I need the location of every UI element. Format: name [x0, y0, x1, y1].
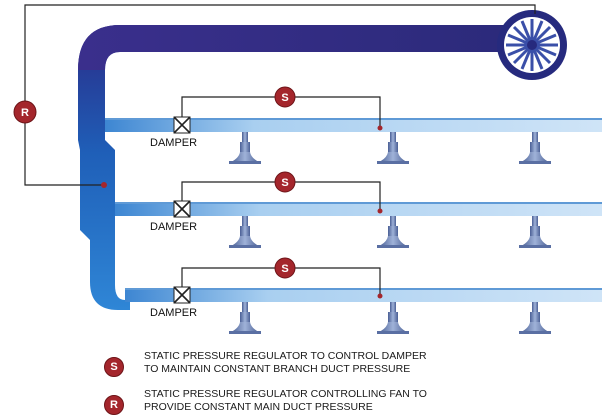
static-regulator-legend-icon: S — [104, 357, 124, 377]
damper-icon — [173, 116, 191, 134]
legend-static-line1: STATIC PRESSURE REGULATOR TO CONTROL DAM… — [144, 350, 427, 362]
diffuser-icon — [519, 132, 551, 164]
diffuser-icon — [377, 216, 409, 248]
svg-text:S: S — [281, 177, 288, 189]
diffuser-icon — [377, 302, 409, 334]
svg-text:R: R — [21, 107, 29, 119]
diffuser-icon — [377, 132, 409, 164]
regulator-badge-icon: R — [13, 100, 37, 124]
branch-duct-1 — [105, 118, 602, 132]
legend-static-regulator: S STATIC PRESSURE REGULATOR TO CONTROL D… — [104, 350, 574, 380]
legend-regulator-line1: STATIC PRESSURE REGULATOR CONTROLLING FA… — [144, 388, 427, 400]
damper-label: DAMPER — [150, 137, 197, 149]
branch-duct-3 — [125, 288, 602, 302]
damper-icon — [173, 286, 191, 304]
sensor-points — [101, 125, 383, 299]
damper-label: DAMPER — [150, 307, 197, 319]
static-regulator-badge: S — [274, 171, 296, 193]
diffusers — [229, 132, 551, 334]
branch-duct-2 — [115, 202, 602, 216]
svg-text:S: S — [281, 92, 288, 104]
diffuser-icon — [229, 302, 261, 334]
static-regulator-badge: S — [274, 86, 296, 108]
diffuser-icon — [229, 216, 261, 248]
static-regulator-badge: S — [274, 257, 296, 279]
svg-text:S: S — [281, 263, 288, 275]
damper-icon — [173, 200, 191, 218]
damper-label: DAMPER — [150, 221, 197, 233]
legend-static-line2: TO MAINTAIN CONSTANT BRANCH DUCT PRESSUR… — [144, 363, 411, 375]
legend-main-regulator: R STATIC PRESSURE REGULATOR CONTROLLING … — [104, 388, 574, 418]
regulator-legend-icon: R — [104, 395, 124, 415]
legend-regulator-line2: PROVIDE CONSTANT MAIN DUCT PRESSURE — [144, 401, 373, 413]
diffuser-icon — [519, 302, 551, 334]
diffuser-icon — [229, 132, 261, 164]
main-duct — [78, 25, 528, 310]
diffuser-icon — [519, 216, 551, 248]
fan-icon — [497, 10, 567, 80]
